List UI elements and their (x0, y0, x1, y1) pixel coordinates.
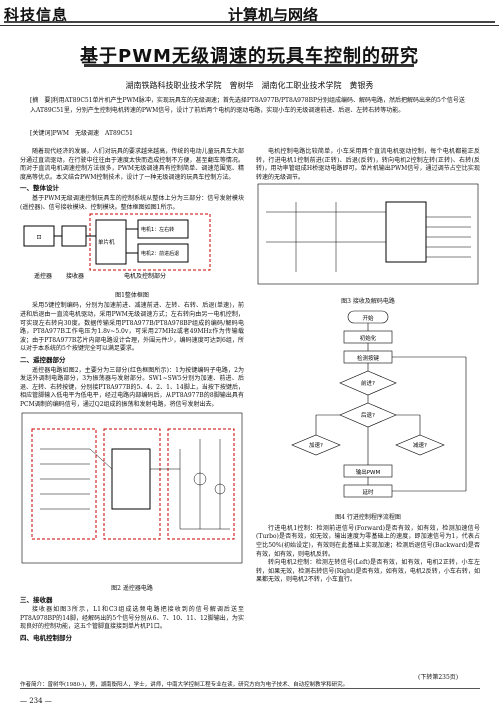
figure-3-caption: 图3 接收及解码电路 (341, 297, 395, 305)
intro-paragraph: 随着现代经济的发展，人们对玩具的要求越来越高，传统的电动儿童玩具车大部分通过直流… (20, 148, 244, 181)
article-title: 基于PWM无级调速的玩具车控制的研究 (80, 46, 419, 67)
figure-1-caption: 图1整体框图 (115, 291, 149, 299)
figure-2-caption: 图2 遥控器电路 (111, 585, 153, 593)
column-name: 科技信息 (4, 6, 69, 24)
figure-4-caption: 图4 行进控制程序流程图 (335, 514, 401, 522)
page-number: — 234 — (20, 697, 52, 705)
paragraph: 电机控制电路比较简单，小车采用两个直流电机驱动控制，每个电机都能正反转，行进电机… (256, 148, 480, 181)
label-motor2: 电机2：前进后退 (141, 250, 179, 257)
paragraph: 行进电机1控制：检测前进信号(Forward)是否有效，如有效，检测加速信号(T… (256, 524, 480, 558)
flow-node: 初始化 (360, 334, 377, 342)
paragraph: 转向电机2控制：检测左转信号(Left)是否有效，如有效，电机2正转，小车左转，… (256, 559, 480, 584)
footer-rule (20, 688, 480, 689)
section-heading-4: 四、电机控制部分 (20, 634, 72, 643)
header-rule (4, 21, 495, 23)
flow-node: 延时 (362, 488, 374, 496)
right-column: 电机控制电路比较简单，小车采用两个直流电机驱动控制，每个电机都能正反转，行进电机… (256, 148, 480, 585)
page-header: 科技信息 计算机与网络 (0, 0, 499, 26)
label-motor-part: 电机及控制部分 (124, 272, 166, 280)
abstract: [摘 要]利用AT89C51单片机产生PWM脉冲，实现玩具车的无级调速；首先选择… (30, 97, 465, 114)
keywords: [关键词]PWM 无级调速 AT89C51 (30, 130, 133, 137)
continued-note: (下转第235页) (418, 674, 459, 681)
authors: 湖南铁路科技职业技术学院 曾树华 湖南化工职业技术学院 黄银秀 (125, 81, 374, 90)
label-mcu: 单片机 (98, 238, 115, 246)
flow-node: 后退? (361, 411, 375, 419)
svg-text:⊡: ⊡ (36, 234, 41, 241)
figure-1-block-diagram: ⊡ 遥控器 接收器 单片机 电机1：左右转 电机2：前进后退 电机及控制部分 (23, 213, 211, 280)
paragraph: 采用5键控制编码，分别为加速前进、减速前进、左转、右转、后退(单速)，前进和后退… (20, 302, 244, 353)
flow-node: 检测按键 (357, 354, 380, 362)
paragraph: 接收器如图3所示，L1和C3组成选频电路把接收到的信号解调后送至PT8A978B… (20, 606, 244, 631)
title-underline (84, 64, 414, 67)
block-receiver (61, 225, 87, 247)
label-motor1: 电机1：左右转 (141, 226, 174, 233)
figure-2-remote-circuit (21, 413, 243, 564)
section-heading-1: 一、整体设计 (20, 184, 59, 193)
flow-node: 开始 (362, 314, 374, 322)
block-mcu (95, 219, 127, 265)
flow-node: 输出PWM (356, 468, 381, 476)
flow-node: 前进? (361, 379, 375, 387)
author-note: 作者简介：曾树华(1980-)，男，湖南衡阳人，学士，讲师，中南大学控制工程专业… (20, 682, 349, 688)
flow-node: 减速? (413, 441, 427, 449)
paragraph: 遥控器电路如图2，主要分为三部分(红色框图所示)：1为按键编码子电路，2为发送外… (20, 366, 244, 408)
flow-node: 加速? (309, 441, 323, 449)
figure-4-flowchart: 开始 初始化 检测按键 前进? 后退? 加速? 减速? 输出PWM 延时 (291, 310, 467, 497)
left-column: 随着现代经济的发展，人们对玩具的要求越来越高，传统的电动儿童玩具车大部分通过直流… (20, 148, 244, 645)
section-heading-3: 三、接收器 (20, 595, 53, 604)
section-heading-2: 二、遥控器部分 (20, 355, 66, 364)
paragraph: 基于PWM无级调速控制玩具车的控制系统从整体上分为三部分：信号发射模块(遥控器)… (20, 194, 244, 211)
label-receiver: 接收器 (66, 272, 84, 280)
label-remote: 遥控器 (34, 272, 52, 280)
journal-section: 计算机与网络 (228, 6, 319, 24)
figure-3-receiver-circuit (257, 184, 479, 285)
